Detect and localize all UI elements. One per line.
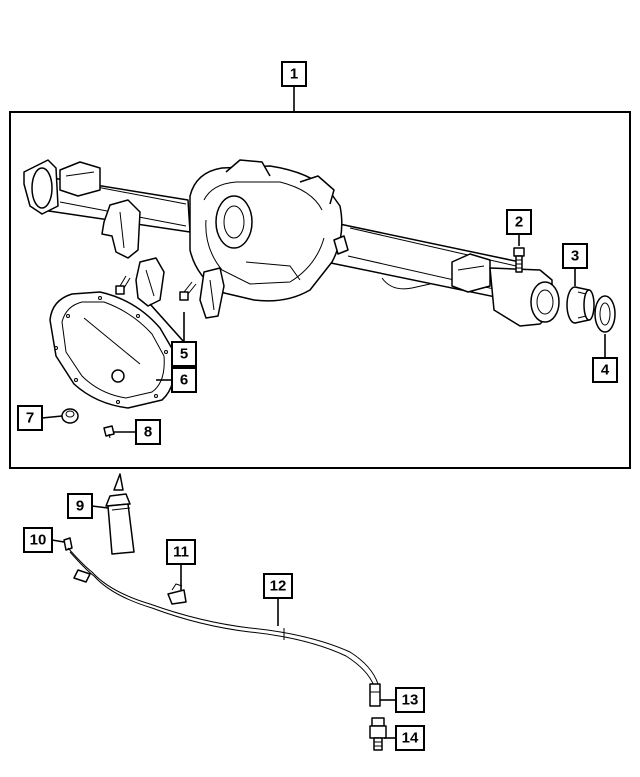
callout-5: 5 (171, 341, 197, 367)
callout-8: 8 (135, 419, 161, 445)
callout-10: 10 (23, 527, 53, 553)
screw-part-8 (103, 425, 115, 439)
callout-10-label: 10 (30, 532, 47, 549)
axle-housing (23, 159, 560, 327)
callout-8-label: 8 (144, 424, 152, 441)
breather-part-14 (369, 717, 387, 751)
callout-5-label: 5 (180, 346, 188, 363)
callout-6-label: 6 (180, 372, 188, 389)
callout-12-label: 12 (270, 578, 287, 595)
callout-4: 4 (592, 357, 618, 383)
callout-3: 3 (562, 243, 588, 269)
assembly-frame (9, 111, 631, 469)
leader-lines (41, 86, 606, 739)
callout-14: 14 (395, 725, 425, 751)
fitting-part-13 (369, 683, 381, 707)
callout-6: 6 (171, 367, 197, 393)
seal-part-4 (594, 295, 616, 333)
bearing-cap-part-5 (115, 257, 225, 319)
callout-12: 12 (263, 573, 293, 599)
callout-2: 2 (506, 209, 532, 235)
callout-1: 1 (281, 61, 307, 87)
callout-13-label: 13 (402, 692, 419, 709)
callout-13: 13 (395, 687, 425, 713)
callout-7: 7 (17, 405, 43, 431)
callout-9-label: 9 (76, 498, 84, 515)
callout-2-label: 2 (515, 214, 523, 231)
callout-11-label: 11 (173, 544, 189, 561)
callout-4-label: 4 (601, 362, 610, 379)
callout-1-label: 1 (290, 66, 298, 83)
clip-part-11 (167, 583, 187, 605)
callout-11: 11 (166, 539, 196, 565)
callout-7-label: 7 (26, 410, 34, 427)
callout-14-label: 14 (402, 730, 419, 747)
callout-3-label: 3 (571, 248, 579, 265)
fill-plug-part-7 (61, 408, 79, 424)
hose-assembly-part-12 (63, 537, 379, 687)
callout-9: 9 (67, 493, 93, 519)
bearing-part-3 (566, 286, 595, 324)
sealant-tube-part-9 (105, 473, 135, 555)
bolt-part-2 (513, 247, 525, 273)
differential-cover-part-6 (49, 291, 176, 409)
